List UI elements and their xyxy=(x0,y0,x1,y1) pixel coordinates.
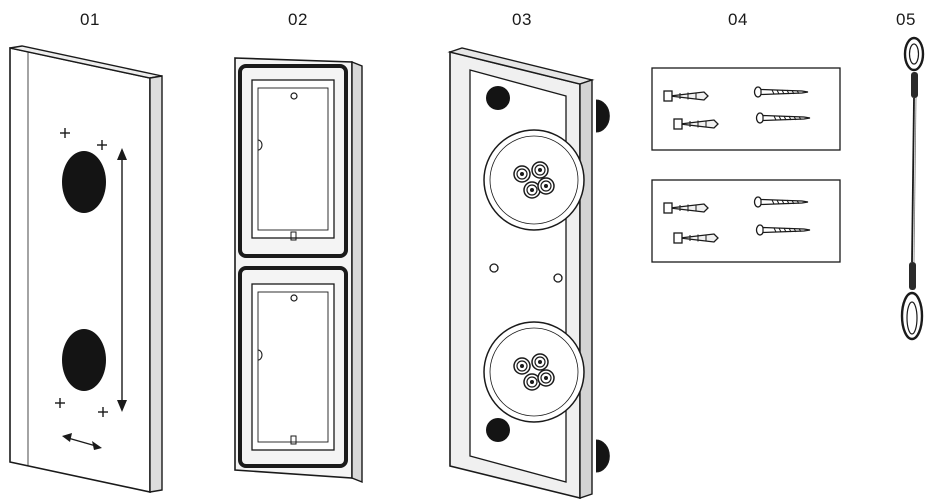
label-part-02: 02 xyxy=(288,10,308,29)
label-part-03: 03 xyxy=(512,10,532,29)
screw-anchor-kit-top xyxy=(651,67,841,151)
double-mounting-frame xyxy=(234,57,363,484)
mounting-template-plate xyxy=(9,45,163,493)
label-part-04: 04 xyxy=(728,10,748,29)
label-part-01: 01 xyxy=(80,10,100,29)
safety-cable xyxy=(900,36,925,341)
label-part-05: 05 xyxy=(896,10,916,29)
screw-anchor-kit-bottom xyxy=(651,179,841,263)
double-speaker-enclosure xyxy=(447,47,610,500)
